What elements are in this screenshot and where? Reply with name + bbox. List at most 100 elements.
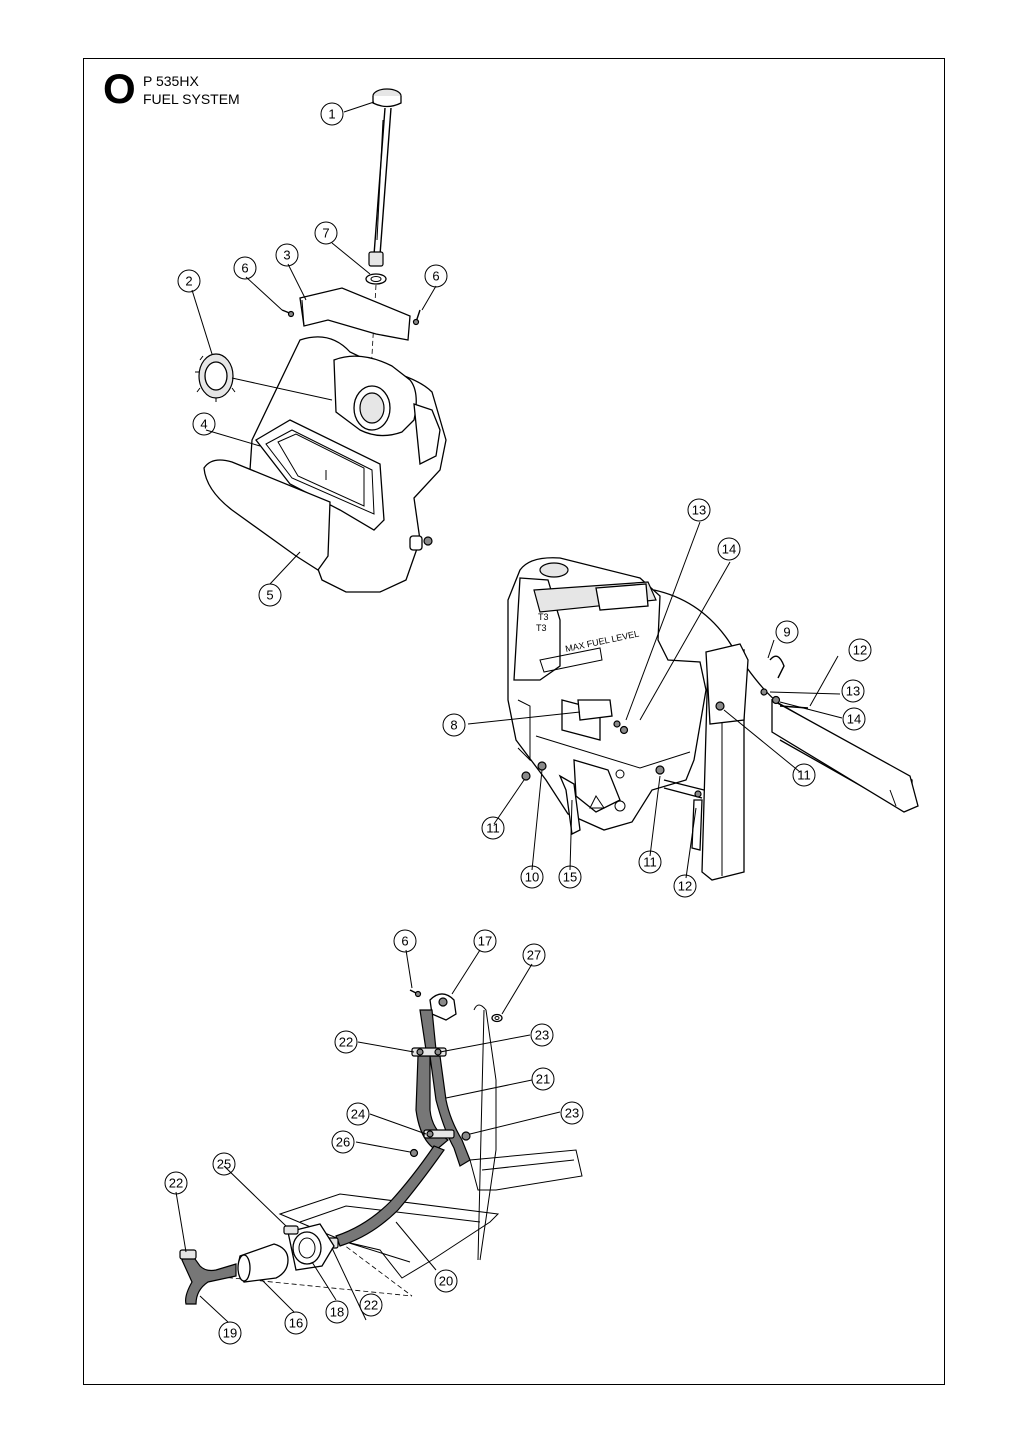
svg-text:25: 25 — [217, 1157, 231, 1172]
svg-text:18: 18 — [330, 1305, 344, 1320]
svg-text:11: 11 — [486, 821, 500, 836]
svg-text:22: 22 — [339, 1035, 353, 1050]
callout-11: 11 — [792, 763, 816, 787]
svg-text:6: 6 — [241, 261, 248, 276]
callout-15: 15 — [558, 865, 582, 889]
svg-text:13: 13 — [692, 503, 706, 518]
svg-text:16: 16 — [289, 1316, 303, 1331]
svg-text:13: 13 — [846, 684, 860, 699]
fuel-cap-part — [195, 353, 236, 402]
callout-23: 23 — [560, 1101, 584, 1125]
svg-text:9: 9 — [783, 625, 790, 640]
callout-4: 4 — [192, 412, 216, 436]
fuel-tank-group — [191, 88, 447, 593]
svg-text:4: 4 — [200, 417, 207, 432]
section-letter: O — [103, 65, 136, 112]
svg-text:22: 22 — [169, 1176, 183, 1191]
svg-text:19: 19 — [223, 1326, 237, 1341]
svg-text:15: 15 — [563, 870, 577, 885]
fuel-lines-group — [175, 949, 583, 1323]
callout-6: 6 — [424, 264, 448, 288]
callout-7: 7 — [314, 221, 338, 245]
tank-outlet-fitting — [429, 993, 457, 1021]
fuel-gauge-part — [368, 88, 402, 267]
fuel-hose-return — [415, 1055, 450, 1151]
svg-text:14: 14 — [847, 712, 861, 727]
svg-text:11: 11 — [643, 855, 657, 870]
callout-16: 16 — [284, 1311, 308, 1335]
fuel-hose-filter-out — [181, 1251, 237, 1305]
page-frame — [83, 58, 945, 1385]
callout-24: 24 — [346, 1102, 370, 1126]
svg-text:24: 24 — [351, 1107, 365, 1122]
svg-text:27: 27 — [527, 948, 541, 963]
tank-cover-part — [203, 459, 331, 571]
svg-text:6: 6 — [432, 269, 439, 284]
fuel-hose-main — [335, 1145, 445, 1247]
svg-text:23: 23 — [565, 1106, 579, 1121]
callout-10: 10 — [520, 865, 544, 889]
callout-21: 21 — [531, 1067, 555, 1091]
fuel-tank-body — [249, 336, 447, 593]
svg-text:14: 14 — [722, 542, 736, 557]
callout-14: 14 — [842, 707, 866, 731]
svg-text:26: 26 — [336, 1135, 350, 1150]
callout-23: 23 — [530, 1023, 554, 1047]
callout-6: 6 — [393, 929, 417, 953]
chassis-upright — [473, 1004, 497, 1261]
callout-26: 26 — [331, 1130, 355, 1154]
svg-text:T3: T3 — [536, 623, 547, 633]
callout-2: 2 — [177, 269, 201, 293]
callout-14: 14 — [717, 537, 741, 561]
callout-12: 12 — [673, 874, 697, 898]
callout-27: 27 — [522, 943, 546, 967]
svg-text:6: 6 — [401, 934, 408, 949]
svg-text:7: 7 — [322, 226, 329, 241]
callout-25: 25 — [212, 1152, 236, 1176]
svg-text:8: 8 — [450, 718, 457, 733]
callout-11: 11 — [638, 850, 662, 874]
svg-text:5: 5 — [266, 588, 273, 603]
svg-text:17: 17 — [478, 934, 492, 949]
cap-to-neck-line — [231, 377, 333, 401]
svg-text:23: 23 — [535, 1028, 549, 1043]
tank-bracket-part — [299, 287, 411, 341]
callout-8: 8 — [442, 713, 466, 737]
callout-19: 19 — [218, 1321, 242, 1345]
svg-text:12: 12 — [678, 879, 692, 894]
callout-22: 22 — [334, 1030, 358, 1054]
callout-11: 11 — [481, 816, 505, 840]
svg-text:12: 12 — [853, 643, 867, 658]
screw-part — [409, 1148, 419, 1158]
callout-13: 13 — [687, 498, 711, 522]
svg-text:20: 20 — [439, 1274, 453, 1289]
callout-9: 9 — [775, 620, 799, 644]
svg-text:1: 1 — [328, 107, 335, 122]
callout-22: 22 — [164, 1171, 188, 1195]
callout-6: 6 — [233, 256, 257, 280]
chassis-rail — [469, 1149, 583, 1191]
callout-3: 3 — [275, 243, 299, 267]
diagram-title: FUEL SYSTEM — [143, 91, 240, 107]
svg-text:22: 22 — [364, 1298, 378, 1313]
callout-13: 13 — [841, 679, 865, 703]
hose-clamp-end — [179, 1249, 197, 1260]
callout-5: 5 — [258, 583, 282, 607]
tank-screw-right — [412, 309, 421, 326]
model-name: P 535HX — [143, 73, 199, 89]
tank-screw-left — [281, 309, 295, 318]
svg-text:21: 21 — [536, 1072, 550, 1087]
svg-text:11: 11 — [797, 768, 811, 783]
callout-17: 17 — [473, 929, 497, 953]
callout-1: 1 — [320, 102, 344, 126]
seal-ring-part — [365, 273, 387, 285]
svg-text:2: 2 — [185, 274, 192, 289]
washer-part — [491, 1013, 503, 1023]
svg-text:3: 3 — [283, 248, 290, 263]
callout-20: 20 — [434, 1269, 458, 1293]
svg-text:10: 10 — [525, 870, 539, 885]
tank-mount-group: MAX FUEL LEVEL T3 T3 — [467, 521, 919, 881]
svg-text:T3: T3 — [538, 612, 549, 622]
